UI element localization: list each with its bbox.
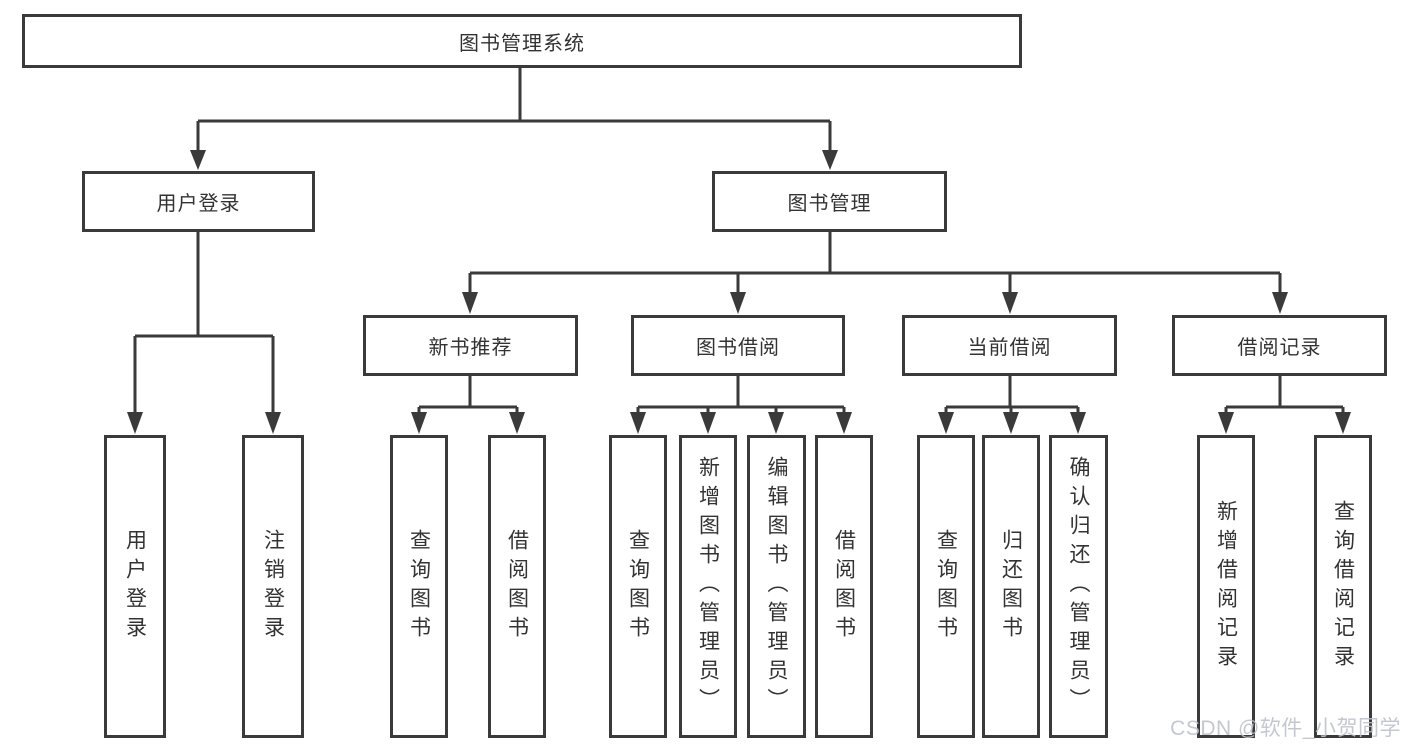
node-leaf-logout: 注销登录	[242, 435, 304, 738]
node-leaf-confirm-return-admin: 确认归还（管理员）	[1049, 435, 1108, 738]
node-label: 图书管理	[787, 193, 872, 215]
node-current-borrowing: 当前借阅	[902, 315, 1117, 376]
connector-branch-current-borrowing	[938, 376, 1086, 434]
connector-branch-borrowing-records	[1218, 376, 1351, 434]
node-label: 借阅图书	[505, 528, 529, 645]
node-label: 查询图书	[626, 528, 650, 645]
connector-branch-new-book-recommendation	[411, 376, 525, 434]
node-label: 借阅图书	[832, 528, 856, 645]
watermark: CSDN @软件_小贺同学	[1170, 717, 1401, 740]
connector-branch-book-management	[462, 232, 1288, 314]
node-leaf-user-login: 用户登录	[104, 435, 166, 738]
arrow-down-icon	[462, 292, 478, 314]
node-leaf-edit-books-admin: 编辑图书（管理员）	[747, 435, 806, 738]
node-root-label: 图书管理系统	[459, 32, 585, 55]
connector-branch-root	[190, 66, 838, 170]
node-user-login: 用户登录	[82, 171, 315, 232]
arrow-down-icon	[1218, 412, 1234, 434]
node-label: 借阅记录	[1237, 337, 1322, 359]
node-label: 确认归还（管理员）	[1067, 456, 1090, 717]
node-leaf-borrow-books-recommend: 借阅图书	[488, 435, 546, 738]
node-leaf-query-books-borrowing: 查询图书	[609, 435, 667, 738]
node-leaf-query-borrow-record: 查询借阅记录	[1314, 435, 1372, 738]
arrow-down-icon	[1070, 412, 1086, 434]
node-label: 用户登录	[123, 528, 147, 645]
node-book-management: 图书管理	[712, 171, 947, 232]
arrow-down-icon	[1272, 292, 1288, 314]
arrow-down-icon	[509, 412, 525, 434]
connector-branch-user-login	[127, 232, 281, 434]
node-label: 新增图书（管理员）	[696, 456, 720, 717]
node-label: 查询图书	[407, 528, 431, 645]
node-leaf-return-books: 归还图书	[982, 435, 1040, 738]
node-leaf-add-borrow-record: 新增借阅记录	[1197, 435, 1255, 738]
node-label: 查询借阅记录	[1331, 499, 1355, 674]
node-book-borrowing: 图书借阅	[631, 315, 845, 376]
arrow-down-icon	[127, 412, 143, 434]
arrow-down-icon	[768, 412, 784, 434]
node-borrowing-records: 借阅记录	[1172, 315, 1387, 376]
node-label: 编辑图书（管理员）	[765, 456, 788, 717]
node-leaf-borrow-books-borrowing: 借阅图书	[815, 435, 873, 738]
arrow-down-icon	[1335, 412, 1351, 434]
node-label: 用户登录	[156, 193, 241, 215]
arrow-down-icon	[938, 412, 954, 434]
node-leaf-query-books-recommend: 查询图书	[390, 435, 448, 738]
node-label: 新增借阅记录	[1214, 499, 1238, 674]
node-label: 图书借阅	[696, 337, 780, 359]
node-leaf-add-books-admin: 新增图书（管理员）	[679, 435, 737, 738]
arrow-down-icon	[836, 412, 852, 434]
arrow-down-icon	[190, 150, 206, 170]
arrow-down-icon	[1003, 412, 1019, 434]
node-new-book-recommendation: 新书推荐	[363, 315, 578, 376]
arrow-down-icon	[730, 292, 746, 314]
node-label: 归还图书	[999, 528, 1023, 645]
arrow-down-icon	[265, 412, 281, 434]
node-label: 查询图书	[934, 528, 958, 645]
arrow-down-icon	[1002, 292, 1018, 314]
arrow-down-icon	[700, 412, 716, 434]
node-label: 注销登录	[261, 528, 285, 645]
arrow-down-icon	[822, 150, 838, 170]
node-root: 图书管理系统	[22, 14, 1022, 68]
node-label: 当前借阅	[967, 337, 1052, 359]
node-leaf-query-books-current: 查询图书	[917, 435, 975, 738]
connector-branch-book-borrowing	[630, 376, 852, 434]
arrow-down-icon	[630, 412, 646, 434]
arrow-down-icon	[411, 412, 427, 434]
node-label: 新书推荐	[428, 337, 513, 359]
